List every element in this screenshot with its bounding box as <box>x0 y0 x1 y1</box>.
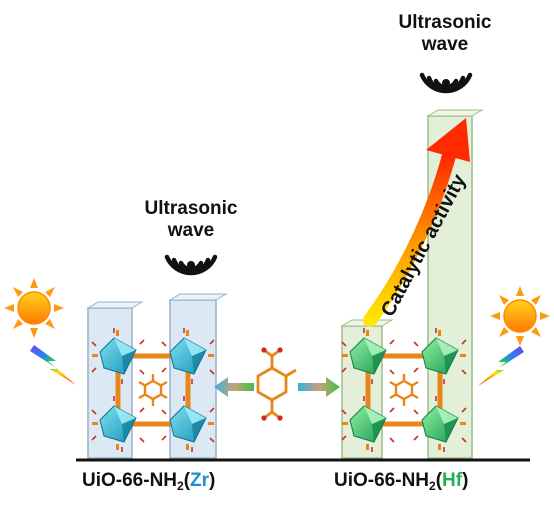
hf-section <box>340 75 551 459</box>
mof-hf-open: ( <box>435 470 443 491</box>
mof-hf-close: ) <box>462 470 469 491</box>
double-arrow-left <box>214 377 254 397</box>
mof-hf-prefix: UiO-66-NH <box>334 470 430 491</box>
sun-icon <box>489 285 551 347</box>
sun-icon <box>3 277 65 339</box>
zr-section <box>3 257 228 459</box>
wave-label-right: Ultrasonic wave <box>386 12 504 56</box>
lightning-icon <box>30 345 76 385</box>
exchange-section <box>214 347 340 421</box>
mof-hf-sub: 2 <box>429 479 436 493</box>
ultrasonic-wave-icon <box>422 75 470 91</box>
lightning-icon <box>478 346 524 386</box>
mof-zr-close: ) <box>209 470 216 491</box>
mof-zr-sub: 2 <box>177 479 184 493</box>
mof-label-zr: UiO-66-NH2(Zr) <box>82 470 215 494</box>
hf-framework <box>341 327 467 453</box>
linker-molecule-icon <box>256 347 297 421</box>
mof-zr-prefix: UiO-66-NH <box>82 470 178 491</box>
catalytic-activity-arrow <box>363 145 457 327</box>
wave-label-left: Ultrasonic wave <box>138 198 244 242</box>
mof-zr-open: ( <box>183 470 191 491</box>
wave-label-left-text: Ultrasonic wave <box>144 198 238 241</box>
ultrasonic-wave-icon <box>167 257 215 273</box>
double-arrow-right <box>298 377 340 397</box>
mof-label-hf: UiO-66-NH2(Hf) <box>334 470 468 494</box>
arrow-head <box>426 118 470 162</box>
wave-label-right-text: Ultrasonic wave <box>398 12 492 55</box>
mof-zr-metal: Zr <box>190 470 210 491</box>
zr-framework <box>91 327 215 453</box>
mof-hf-metal: Hf <box>442 470 463 491</box>
